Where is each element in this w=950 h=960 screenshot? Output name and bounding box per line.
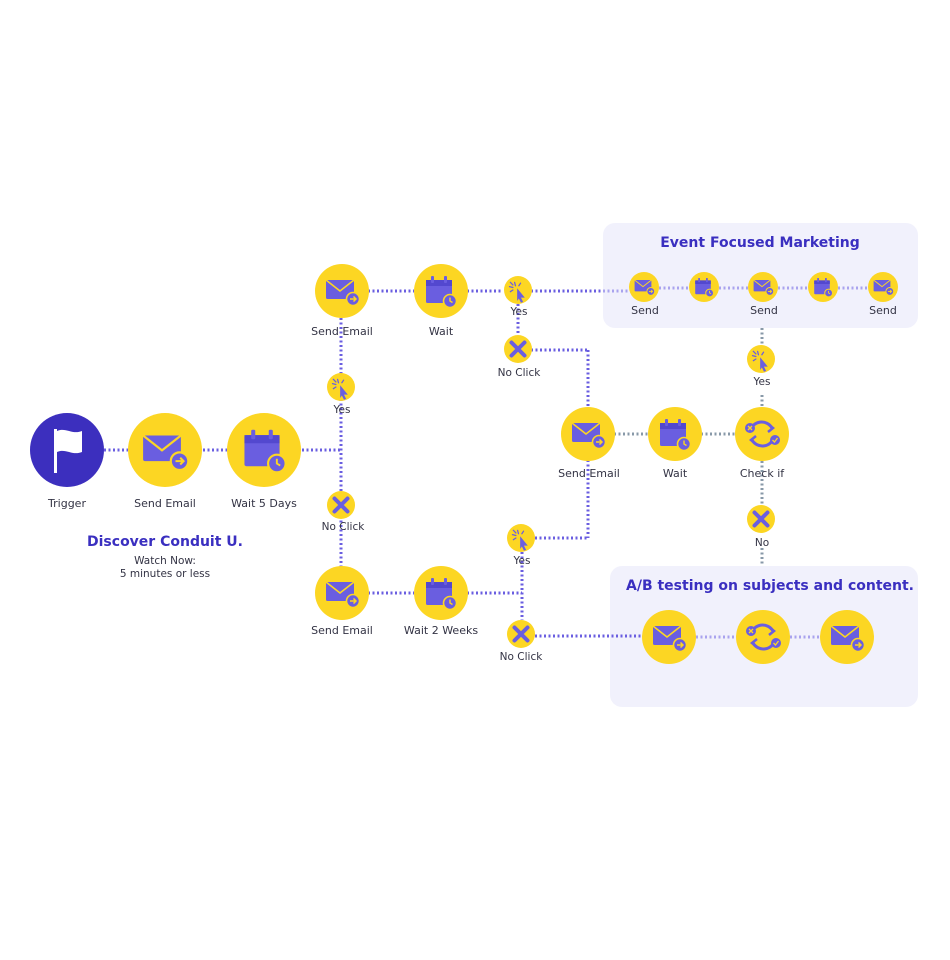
yes-label-top-2: Yes xyxy=(510,306,528,318)
send-email-label-middle: Send Email xyxy=(558,467,620,480)
no-node-check[interactable] xyxy=(747,505,775,533)
panel-connectors xyxy=(603,286,869,639)
no-label-check: No xyxy=(755,537,769,549)
send-email-node-bottom[interactable] xyxy=(315,566,369,620)
event-send-node-2[interactable] xyxy=(748,272,778,302)
check-if-label: Check if xyxy=(740,467,785,480)
info-line-2: 5 minutes or less xyxy=(120,568,210,580)
event-send-label-3: Send xyxy=(869,304,897,317)
no-click-node-left[interactable] xyxy=(327,491,355,519)
wait-2-weeks-node[interactable] xyxy=(414,566,468,620)
trigger-label: Trigger xyxy=(47,497,86,510)
ab-send-node-b[interactable] xyxy=(820,610,874,664)
event-wait-node-1[interactable] xyxy=(689,272,719,302)
calendar-icon xyxy=(694,277,714,298)
trigger-node[interactable] xyxy=(30,413,104,487)
info-title: Discover Conduit U. xyxy=(87,534,243,550)
yes-label-bottom: Yes xyxy=(513,555,531,567)
yes-click-node-top-2[interactable] xyxy=(504,276,532,304)
event-wait-node-2[interactable] xyxy=(808,272,838,302)
send-email-label-top: Send Email xyxy=(311,325,373,338)
send-email-node-middle[interactable] xyxy=(561,407,615,461)
ab-panel-title: A/B testing on subjects and content. xyxy=(626,578,914,594)
wait-node-top[interactable] xyxy=(414,264,468,318)
wait-2-weeks-label: Wait 2 Weeks xyxy=(404,624,478,637)
ab-send-node-a[interactable] xyxy=(642,610,696,664)
check-if-node[interactable] xyxy=(735,407,789,461)
yes-label-check: Yes xyxy=(753,376,771,388)
calendar-icon xyxy=(425,577,458,611)
no-click-label-top: No Click xyxy=(498,367,542,379)
yes-click-node-top[interactable] xyxy=(327,373,355,401)
calendar-icon xyxy=(425,275,458,309)
flag-icon xyxy=(54,429,82,473)
send-email-node-1[interactable] xyxy=(128,413,202,487)
send-email-node-top[interactable] xyxy=(315,264,369,318)
no-click-node-bottom[interactable] xyxy=(507,620,535,648)
secondary-connectors xyxy=(614,328,764,566)
ab-check-node[interactable] xyxy=(736,610,790,664)
send-email-label-1: Send Email xyxy=(134,497,196,510)
wait-5-days-label: Wait 5 Days xyxy=(231,497,297,510)
yes-click-node-bottom[interactable] xyxy=(507,524,535,552)
event-send-label-2: Send xyxy=(750,304,778,317)
send-email-label-bottom: Send Email xyxy=(311,624,373,637)
wait-node-middle[interactable] xyxy=(648,407,702,461)
info-line-1: Watch Now: xyxy=(134,555,196,567)
event-send-node-3[interactable] xyxy=(868,272,898,302)
no-click-label-bottom: No Click xyxy=(500,651,544,663)
calendar-icon xyxy=(813,277,833,298)
wait-5-days-node[interactable] xyxy=(227,413,301,487)
calendar-icon xyxy=(243,428,287,474)
no-click-node-top[interactable] xyxy=(504,335,532,363)
calendar-icon xyxy=(659,418,692,452)
yes-label-top: Yes xyxy=(333,404,351,416)
no-click-label-left: No Click xyxy=(322,521,366,533)
flow-connectors xyxy=(104,289,642,638)
event-send-node-1[interactable] xyxy=(629,272,659,302)
event-panel-title: Event Focused Marketing xyxy=(660,235,860,251)
yes-click-node-check[interactable] xyxy=(747,345,775,373)
wait-label-top: Wait xyxy=(429,325,454,338)
event-send-label-1: Send xyxy=(631,304,659,317)
wait-label-middle: Wait xyxy=(663,467,688,480)
